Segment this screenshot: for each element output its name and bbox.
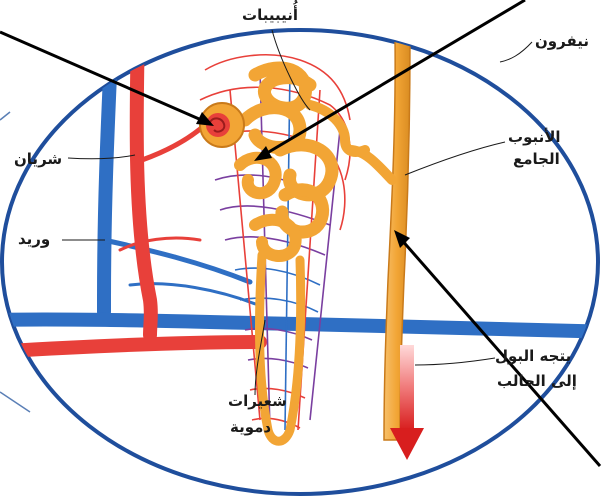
urine-flow-label: يتجه البول xyxy=(495,347,571,366)
vein-label: وريد xyxy=(18,230,50,249)
zoom-guide-line-upper xyxy=(0,112,10,120)
tubules-label: أُنيبيبات xyxy=(242,6,298,25)
artery-label: شريان xyxy=(14,150,62,169)
collecting-duct-label-2: الجامع xyxy=(513,150,560,169)
urine-flow-label-2: إلى الحالب xyxy=(497,372,577,391)
collecting-duct-label: الأنبوب xyxy=(508,128,561,147)
zoom-guide-line xyxy=(0,392,30,412)
capillaries-label: شعيرات xyxy=(228,392,287,411)
capillaries-label-2: دموية xyxy=(230,418,271,437)
nephron-label: نيفرون xyxy=(535,32,589,51)
